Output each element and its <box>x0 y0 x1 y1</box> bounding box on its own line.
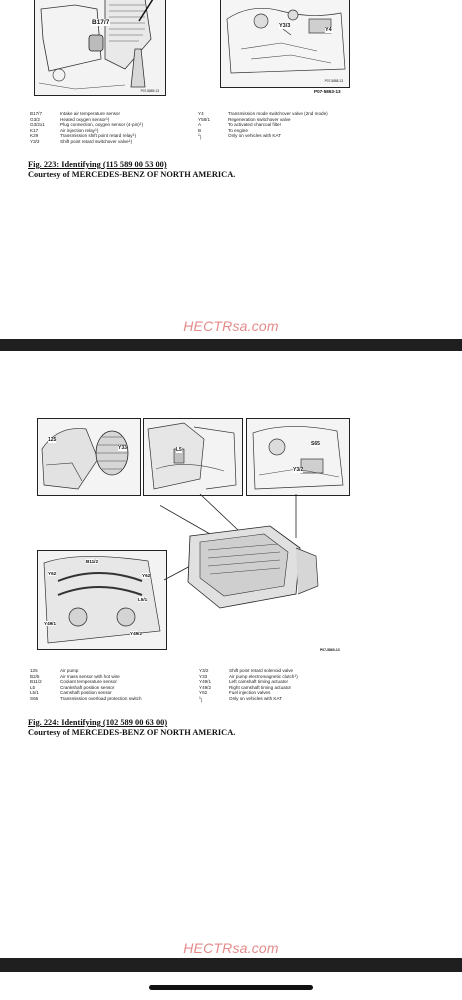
figure-code: P07-5863-13 <box>314 89 341 94</box>
figure-caption-block: Fig. 223: Identifying (115 589 00 53 00)… <box>28 160 235 180</box>
engine-sketch-d <box>38 551 166 649</box>
diagram-callout-label: Y62 <box>142 573 151 578</box>
watermark: HECTRsa.com <box>183 318 279 334</box>
diagram-callout-label: Y49/1 <box>44 621 57 626</box>
engine-diagram-d: Y62 B11/2 Y49/1 Y49/2 L5/1 Y62 <box>37 550 167 650</box>
diagram-callout-label: Y3/3 <box>279 23 291 29</box>
legend-footnote: 1)Only on vehicles with KAT <box>198 133 282 140</box>
home-indicator[interactable] <box>149 985 313 990</box>
engine-sketch-right <box>221 0 349 87</box>
diagram-callout-label: Y62 <box>48 571 57 576</box>
diagram-callout-label: B11/2 <box>86 559 99 564</box>
figure-code: P07-5860-13 <box>320 648 340 652</box>
engine-sketch-left <box>35 0 165 95</box>
engine-sketch-b <box>144 419 242 495</box>
courtesy-line: Courtesy of MERCEDES-BENZ OF NORTH AMERI… <box>28 728 236 737</box>
figure-caption: Fig. 224: Identifying (102 589 00 63 00) <box>28 718 168 727</box>
diagram-callout-label: 125 <box>48 437 57 443</box>
diagram-callout-label: B17/7 <box>91 19 111 26</box>
diagram-code: P07-5869-13 <box>140 89 159 93</box>
engine-diagram-b: L5 <box>143 418 243 496</box>
diagram-callout-label: L5/1 <box>138 597 148 602</box>
diagram-code: P07-5868-13 <box>324 79 343 83</box>
page-divider <box>0 958 462 972</box>
watermark: HECTRsa.com <box>183 940 279 956</box>
engine-sketch-a <box>38 419 140 495</box>
engine-overview-drawing <box>160 493 319 609</box>
engine-diagram-left: B17/7 P07-5869-13 <box>34 0 166 96</box>
legend-footnote: 1)Only on vehicles with KAT <box>199 695 283 703</box>
diagram-callout-label: Y49/2 <box>130 631 143 636</box>
engine-diagram-right: Y3/3 Y4 P07-5868-13 <box>220 0 350 88</box>
engine-diagram-c: S65 Y3/2 <box>246 418 350 496</box>
figure-caption: Fig. 223: Identifying (115 589 00 53 00) <box>28 160 167 169</box>
engine-sketch-c <box>247 419 349 495</box>
engine-diagram-a: 125 Y33 <box>37 418 141 496</box>
page-divider <box>0 339 462 351</box>
courtesy-line: Courtesy of MERCEDES-BENZ OF NORTH AMERI… <box>28 170 236 179</box>
diagram-callout-label: S65 <box>311 441 320 447</box>
diagram-callout-label: Y3/2 <box>293 467 304 473</box>
diagram-callout-label: L5 <box>176 447 182 453</box>
diagram-callout-label: Y4 <box>325 27 332 33</box>
figure-caption-block: Fig. 224: Identifying (102 589 00 63 00)… <box>28 718 235 738</box>
diagram-callout-label: Y33 <box>118 445 127 451</box>
